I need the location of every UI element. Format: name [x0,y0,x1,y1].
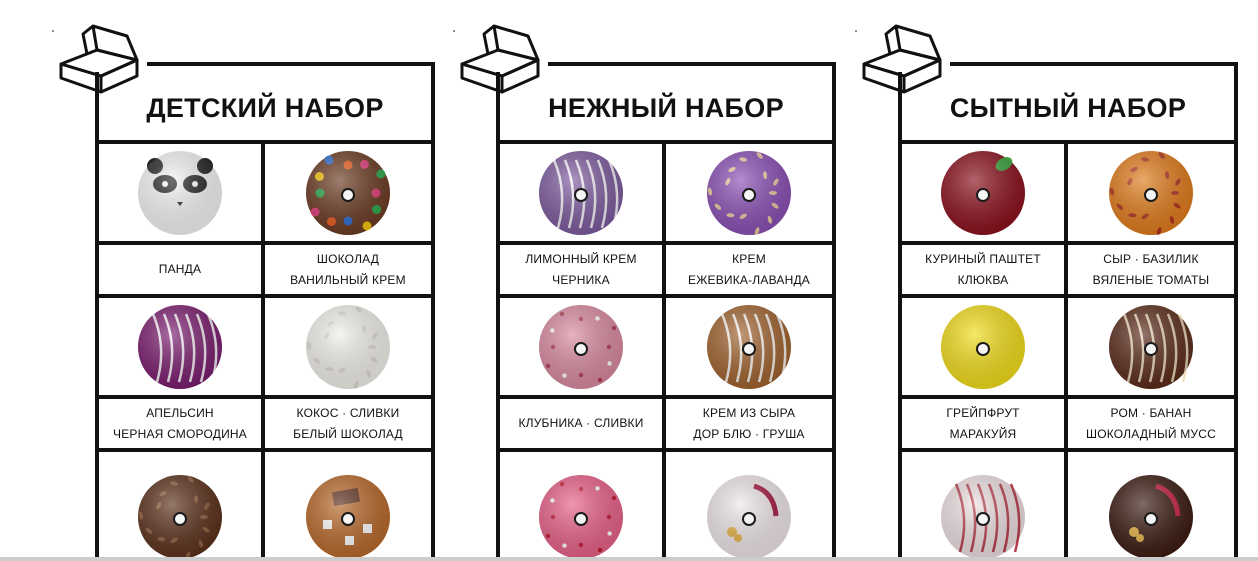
donut-label-line: ЧЕРНИКА [552,272,610,287]
donut-image-2-2 [941,304,1025,389]
donut-label-line: ЛИМОННЫЙ КРЕМ [525,251,637,266]
donut-label: ГРЕЙПФРУТ МАРАКУЙЯ [902,399,1068,452]
donut-label-line: КЛЮКВА [957,272,1009,287]
donut-label-line: КРЕМ [732,251,766,266]
donut-image-cell[interactable] [1068,144,1234,245]
donut-label-line: ШОКОЛАД [316,251,380,266]
donut-image-0-1 [306,150,390,235]
donut-image-0-0 [138,150,222,235]
donut-set-3: СЫТНЫЙ НАБОР КУРИНЫЙ ПАШТЕТ КЛЮКВА СЫР · БА… [803,0,1238,561]
donut-label-line: РОМ · БАНАН [1110,405,1192,420]
donut-set-2: НЕЖНЫЙ НАБОР ЛИМОННЫЙ КРЕМ ЧЕРНИКА КРЕМ ЕЖЕВ… [401,0,836,561]
donut-image-1-3 [707,304,791,389]
donut-label-line: ГРЕЙПФРУТ [946,405,1020,420]
donut-grid: ПАНДА ШОКОЛАД ВАНИЛЬНЫЙ КРЕМ АПЕЛЬСИН ЧЕРНАЯ… [99,140,431,561]
set-title: НЕЖНЫЙ НАБОР [548,92,784,123]
donut-image-2-4 [941,475,1025,559]
donut-image-cell[interactable] [666,452,832,561]
donut-image-1-4 [539,475,623,559]
donut-label-line: АПЕЛЬСИН [146,405,214,420]
donut-image-cell[interactable] [99,144,265,245]
donut-image-cell[interactable] [265,144,431,245]
donut-image-cell[interactable] [500,144,666,245]
donut-image-cell[interactable] [1068,298,1234,399]
donut-image-cell[interactable] [902,452,1068,561]
donut-label-line: ВАНИЛЬНЫЙ КРЕМ [290,272,406,287]
donut-image-cell[interactable] [500,452,666,561]
donut-image-cell[interactable] [902,298,1068,399]
donut-label-line: МАРАКУЙЯ [949,426,1017,441]
donut-image-cell[interactable] [99,298,265,399]
donut-image-cell[interactable] [265,452,431,561]
donut-image-cell[interactable] [666,144,832,245]
donut-image-1-1 [707,150,791,235]
donut-label-line: СЫР · БАЗИЛИК [1103,251,1199,266]
donut-label: ШОКОЛАД ВАНИЛЬНЫЙ КРЕМ [265,245,431,298]
box-icon [860,20,946,96]
donut-image-1-0 [539,150,623,235]
donut-label-line: КУРИНЫЙ ПАШТЕТ [925,251,1041,266]
donut-label-line: КРЕМ ИЗ СЫРА [702,405,796,420]
donut-image-cell[interactable] [99,452,265,561]
donut-image-2-0 [941,150,1025,235]
donut-image-2-1 [1109,150,1193,235]
donut-set-1: ДЕТСКИЙ НАБОР ПАНДА ШОКОЛАД ВАНИЛЬНЫЙ КРЕМ А… [0,0,435,561]
donut-image-2-5 [1109,475,1193,559]
decor-dot [855,30,857,32]
decor-dot [453,30,455,32]
donut-grid: КУРИНЫЙ ПАШТЕТ КЛЮКВА СЫР · БАЗИЛИК ВЯЛЕНЫЕ… [902,140,1234,561]
set-title: СЫТНЫЙ НАБОР [949,92,1187,123]
set-frame [95,62,435,561]
donut-label-line: ВЯЛЕНЫЕ ТОМАТЫ [1092,272,1210,287]
donut-image-cell[interactable] [265,298,431,399]
donut-image-1-5 [707,475,791,559]
donut-label: КУРИНЫЙ ПАШТЕТ КЛЮКВА [902,245,1068,298]
donut-image-cell[interactable] [902,144,1068,245]
donut-label: АПЕЛЬСИН ЧЕРНАЯ СМОРОДИНА [99,399,265,452]
set-frame [496,62,836,561]
donut-image-0-2 [138,304,222,389]
donut-image-cell[interactable] [500,298,666,399]
donut-label: КЛУБНИКА · СЛИВКИ [500,399,666,452]
donut-label-line: ДОР БЛЮ · ГРУША [693,426,805,441]
donut-label: КРЕМ ИЗ СЫРА ДОР БЛЮ · ГРУША [666,399,832,452]
donut-image-0-3 [306,304,390,389]
bottom-divider [0,557,1258,561]
donut-label: СЫР · БАЗИЛИК ВЯЛЕНЫЕ ТОМАТЫ [1068,245,1234,298]
box-icon [57,20,143,96]
decor-dot [52,30,54,32]
donut-label: КОКОС · СЛИВКИ БЕЛЫЙ ШОКОЛАД [265,399,431,452]
donut-label: КРЕМ ЕЖЕВИКА-ЛАВАНДА [666,245,832,298]
donut-image-1-2 [539,304,623,389]
set-title: ДЕТСКИЙ НАБОР [146,92,384,123]
donut-label-line: ЧЕРНАЯ СМОРОДИНА [113,426,247,441]
donut-label-line: ЕЖЕВИКА-ЛАВАНДА [688,272,810,287]
donut-label: ЛИМОННЫЙ КРЕМ ЧЕРНИКА [500,245,666,298]
donut-image-cell[interactable] [666,298,832,399]
donut-label: ПАНДА [99,245,265,298]
donut-label: РОМ · БАНАН ШОКОЛАДНЫЙ МУСС [1068,399,1234,452]
donut-image-cell[interactable] [1068,452,1234,561]
donut-label-line: ПАНДА [158,262,202,276]
donut-label-line: КЛУБНИКА · СЛИВКИ [518,416,644,430]
donut-label-line: БЕЛЫЙ ШОКОЛАД [293,426,403,441]
donut-image-0-4 [138,475,222,559]
donut-label-line: КОКОС · СЛИВКИ [296,405,400,420]
donut-image-0-5 [306,475,390,559]
donut-image-2-3 [1109,304,1193,389]
donut-label-line: ШОКОЛАДНЫЙ МУСС [1086,426,1216,441]
set-frame [898,62,1238,561]
box-icon [458,20,544,96]
